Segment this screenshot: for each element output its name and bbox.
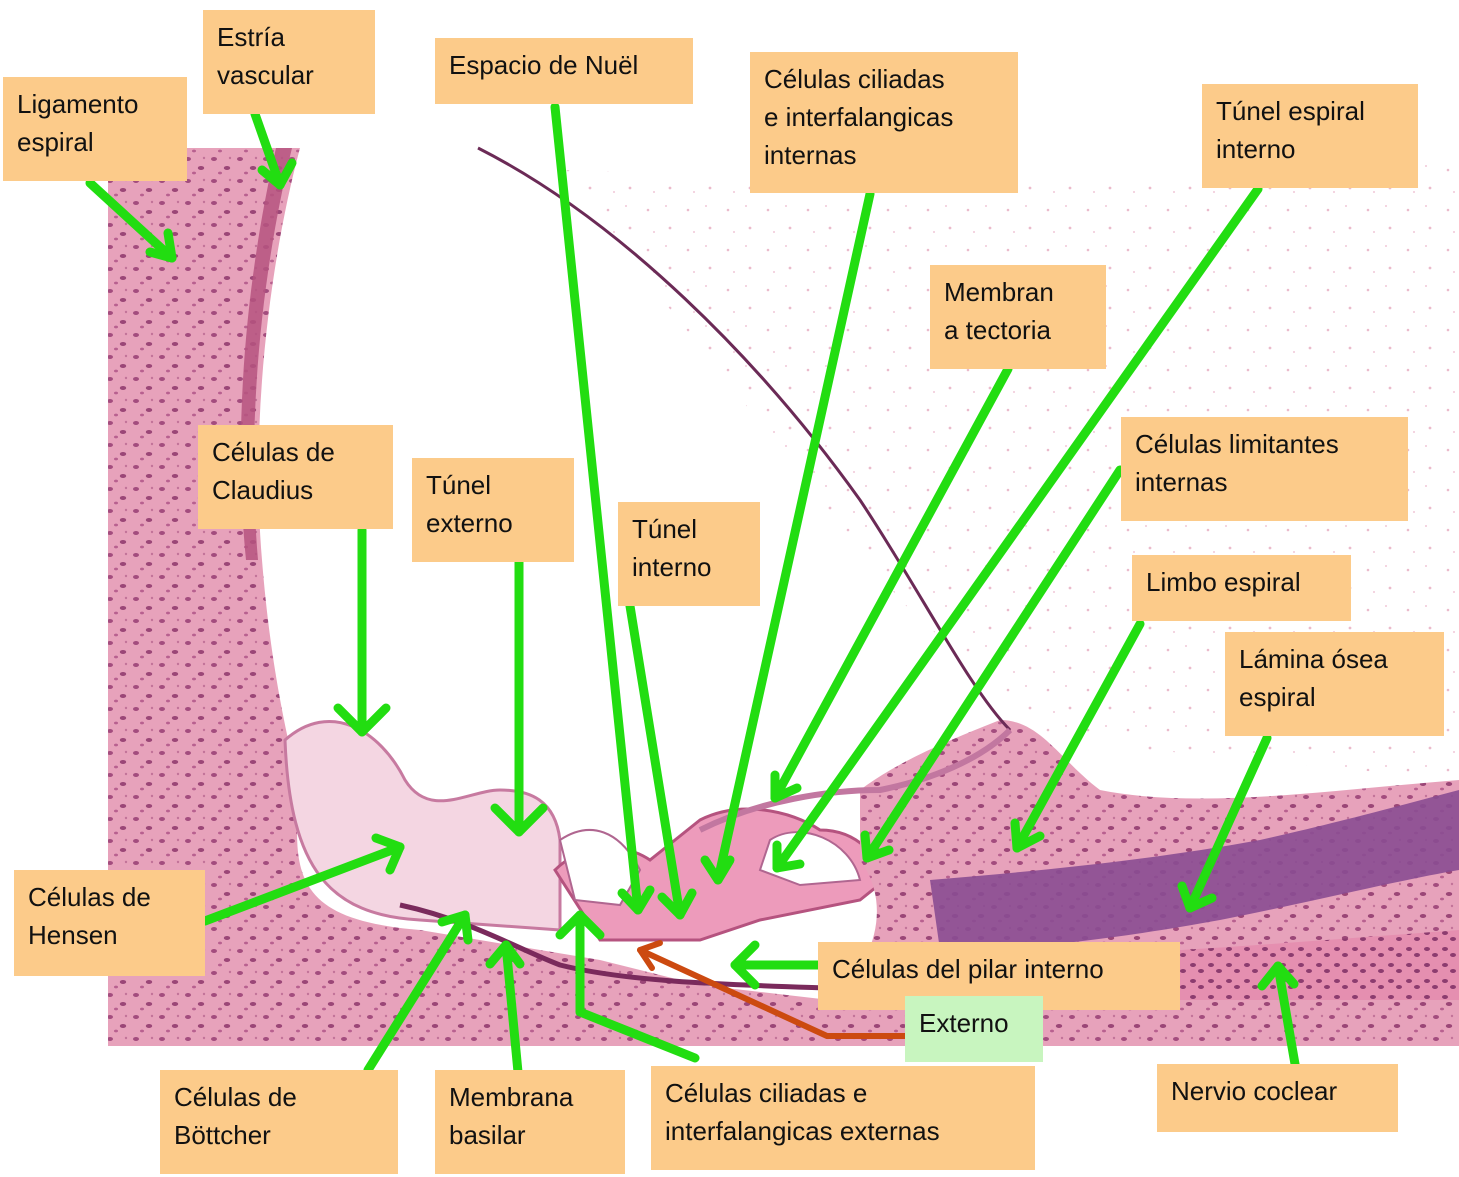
arrow-pilar-interno [735,945,818,985]
label-limitantes-internas: Células limitantes internas [1121,417,1408,521]
label-hensen: Células de Hensen [14,870,205,976]
label-lamina-osea: Lámina ósea espiral [1225,632,1444,736]
label-ligamento-espiral: Ligamento espiral [3,77,187,181]
label-tunel-espiral-interno: Túnel espiral interno [1202,84,1418,188]
label-membrana-tectoria: Membran a tectoria [930,265,1106,369]
label-ciliadas-internas: Células ciliadas e interfalangicas inter… [750,52,1018,193]
label-ciliadas-externas: Células ciliadas e interfalangicas exter… [651,1066,1035,1170]
label-limbo-espiral: Limbo espiral [1132,555,1351,621]
arrow-claudius [338,530,386,732]
label-bottcher: Células de Böttcher [160,1070,398,1174]
label-espacio-nuel: Espacio de Nuël [435,38,693,104]
label-estria-vascular: Estría vascular [203,10,375,114]
label-claudius: Células de Claudius [198,425,393,529]
label-externo: Externo [905,996,1043,1062]
label-tunel-interno: Túnel interno [618,502,760,606]
label-nervio-coclear: Nervio coclear [1157,1064,1398,1132]
label-tunel-externo: Túnel externo [412,458,574,562]
label-membrana-basilar: Membrana basilar [435,1070,625,1174]
